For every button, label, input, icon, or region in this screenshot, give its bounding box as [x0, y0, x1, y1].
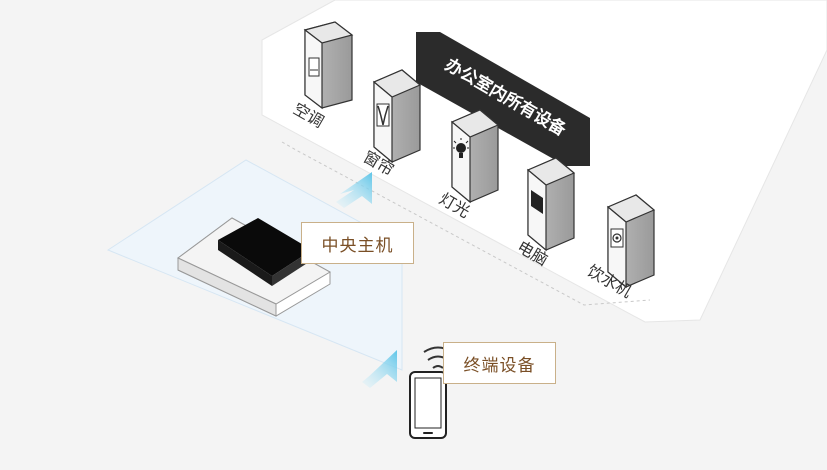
smartphone-icon	[409, 371, 447, 439]
arrow-to-devices	[336, 172, 372, 208]
water-dispenser-icon	[610, 228, 624, 248]
lightbulb-icon	[453, 138, 469, 158]
panel-guide-line	[281, 141, 651, 306]
curtain-icon	[376, 103, 390, 127]
device-air-conditioner: 空调	[290, 21, 354, 131]
arrow-to-host	[362, 350, 397, 388]
central-host-label: 中央主机	[301, 222, 414, 264]
terminal-device-label: 终端设备	[443, 342, 556, 384]
monitor-icon	[531, 190, 543, 214]
device-light: 灯光	[436, 109, 500, 221]
central-host-device	[177, 217, 332, 317]
air-conditioner-icon	[308, 57, 320, 77]
device-computer: 电脑	[514, 157, 576, 269]
device-curtain: 窗帘	[360, 69, 422, 179]
